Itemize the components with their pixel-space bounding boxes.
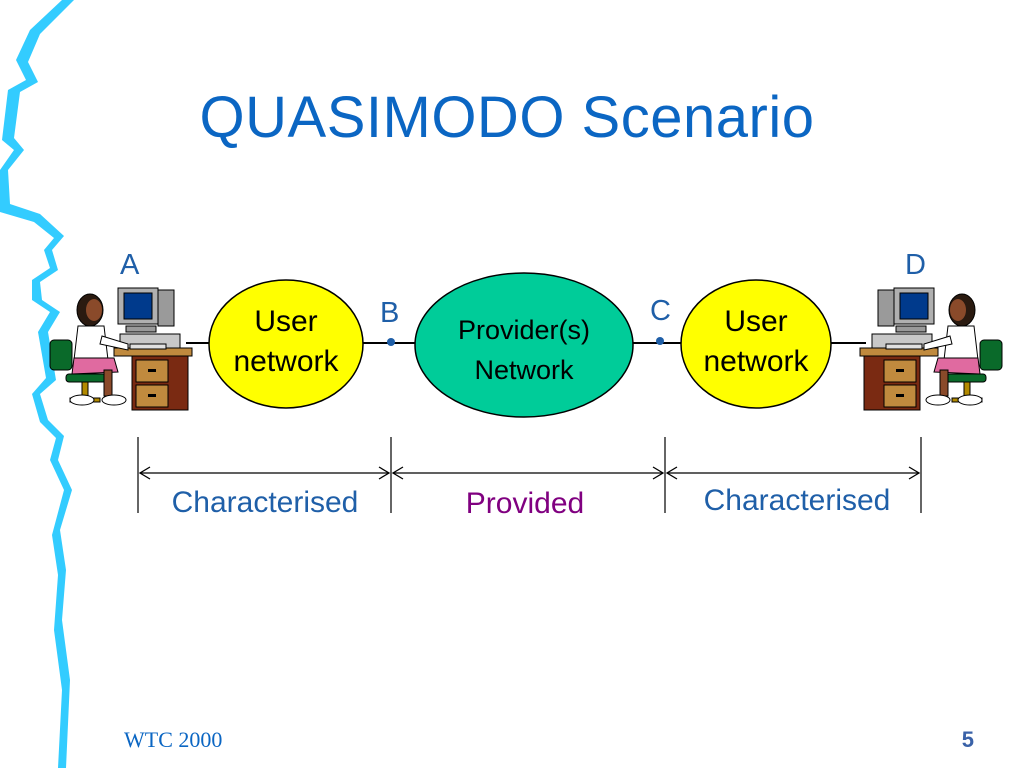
user-at-workstation-left-icon	[49, 287, 193, 411]
footer-conference: WTC 2000	[124, 727, 223, 752]
provider-network-label: Provider(s) Network	[457, 315, 591, 385]
right-user-network-oval	[680, 279, 832, 409]
point-c-label: C	[650, 295, 671, 327]
point-d-label: D	[905, 249, 926, 281]
left-user-network-label: User network	[233, 305, 339, 378]
user-at-workstation-right-icon	[859, 287, 1003, 411]
arrow-characterised-left	[138, 466, 391, 480]
provider-network-oval	[414, 272, 634, 418]
segment-middle-label: Provided	[465, 487, 585, 520]
left-user-network-oval	[208, 279, 364, 409]
right-user-network-label: User network	[703, 305, 809, 378]
point-c-marker	[656, 337, 664, 345]
point-b-label: B	[380, 297, 400, 329]
point-b-marker	[387, 338, 395, 346]
slide-number: 5	[961, 727, 974, 752]
arrow-provided	[391, 466, 665, 480]
segment-left-label: Characterised	[171, 486, 359, 519]
point-a-label: A	[120, 249, 140, 281]
segment-right-label: Characterised	[703, 484, 891, 517]
slide-title: QUASIMODO Scenario	[199, 85, 815, 150]
arrow-characterised-right	[665, 466, 921, 480]
